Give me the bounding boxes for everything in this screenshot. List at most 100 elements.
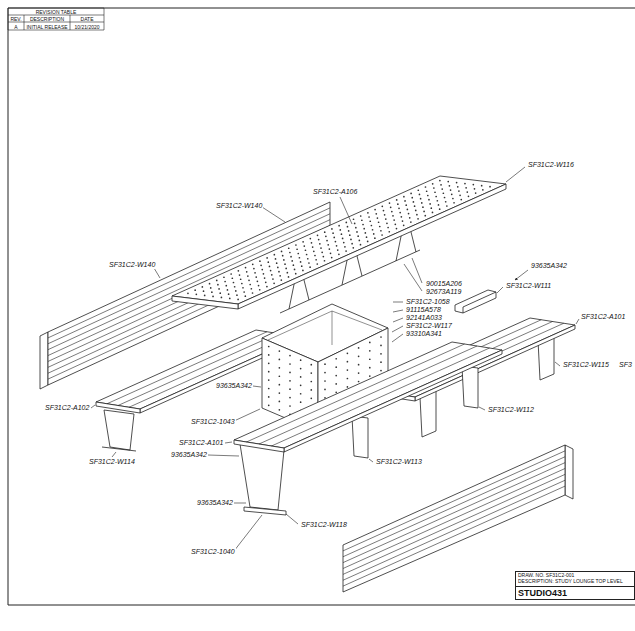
leader-line-part <box>497 287 503 293</box>
slat-line <box>272 348 490 446</box>
perforation <box>380 370 382 372</box>
perforation <box>266 286 268 288</box>
perforation <box>279 384 281 386</box>
perforation <box>324 363 326 365</box>
perforation <box>403 224 405 226</box>
perforation <box>441 188 443 190</box>
perforation <box>318 239 320 241</box>
perforation <box>268 362 270 364</box>
perforation <box>310 364 312 366</box>
perforation <box>269 266 271 268</box>
perforation <box>335 358 337 360</box>
perforation <box>300 393 302 395</box>
perforation <box>289 363 291 365</box>
perforation <box>389 202 391 204</box>
part-callout: SF31C2-A101 <box>580 313 626 321</box>
perforation <box>268 379 270 381</box>
perforation <box>305 249 307 251</box>
perforation <box>267 261 269 263</box>
perforation <box>237 270 239 272</box>
perforation <box>365 232 367 234</box>
perforation <box>386 222 388 224</box>
perforation <box>375 213 377 215</box>
perforation <box>369 342 371 344</box>
perforation <box>309 266 311 268</box>
leader-line-part <box>393 318 403 322</box>
perforation <box>366 236 368 238</box>
part-callout: 93310A341 <box>405 330 443 338</box>
perforation <box>221 297 223 299</box>
perforation <box>251 288 253 290</box>
front-bench-part <box>284 350 502 452</box>
leader-line-part <box>404 264 422 291</box>
perforation <box>482 189 484 191</box>
perforation <box>400 216 402 218</box>
perforation <box>374 209 376 211</box>
perforation <box>368 216 370 218</box>
perforation <box>438 204 440 206</box>
perforation <box>347 226 349 228</box>
perforation <box>374 237 376 239</box>
perforation <box>457 186 459 188</box>
slat-line <box>343 463 565 563</box>
perforation <box>423 211 425 213</box>
support-tube-part <box>463 307 464 313</box>
perforation <box>350 239 352 241</box>
slat-line <box>107 332 267 404</box>
perforation <box>322 256 324 258</box>
perforation <box>347 386 349 388</box>
perforation <box>246 271 248 273</box>
perforation <box>219 292 221 294</box>
perforated-table-top-part <box>172 176 506 304</box>
perforation <box>310 397 312 399</box>
perforation <box>280 279 282 281</box>
perforation <box>271 274 273 276</box>
perforation <box>369 220 371 222</box>
perforation <box>435 196 437 198</box>
perforation <box>415 210 417 212</box>
perforation <box>434 191 436 193</box>
perforation <box>408 213 410 215</box>
part-callout: SF31C2-W140 <box>215 202 263 210</box>
leader-line-part <box>392 326 403 332</box>
perforation <box>446 205 448 207</box>
perforation <box>358 364 360 366</box>
perforation <box>360 244 362 246</box>
part-callout: 92141A033 <box>405 314 443 322</box>
perforation <box>327 244 329 246</box>
slat-line <box>118 334 278 406</box>
front-slat-panel-part <box>343 451 565 586</box>
sheet-frame <box>8 8 635 605</box>
perforation <box>277 267 279 269</box>
perforated-table-top-part <box>238 184 506 309</box>
revision-table-grid-part <box>8 8 104 30</box>
perforation <box>275 258 277 260</box>
leader-line-part <box>208 455 239 456</box>
company-logo: STUDIO431 <box>516 586 634 599</box>
perforation <box>279 409 281 411</box>
perforation <box>360 215 362 217</box>
perforation <box>466 191 468 193</box>
perforation <box>296 248 298 250</box>
perforation <box>338 225 340 227</box>
part-callout: SF31C2-W111 <box>505 282 552 290</box>
perforation <box>429 203 431 205</box>
perforation <box>255 276 257 278</box>
perforation <box>428 199 430 201</box>
perforation <box>314 255 316 257</box>
perforation <box>289 380 291 382</box>
front-slat-panel-part <box>565 445 573 499</box>
perforation <box>270 270 272 272</box>
perforation <box>261 269 263 271</box>
perforation <box>422 206 424 208</box>
perforation <box>474 188 476 190</box>
perforation <box>224 281 226 283</box>
perforation <box>315 259 317 261</box>
perforation <box>358 381 360 383</box>
perforation <box>247 275 249 277</box>
leader-line-part <box>515 270 528 280</box>
perforation <box>225 285 227 287</box>
perforation <box>331 257 333 259</box>
part-callout: SF31C2-W117 <box>405 322 453 330</box>
